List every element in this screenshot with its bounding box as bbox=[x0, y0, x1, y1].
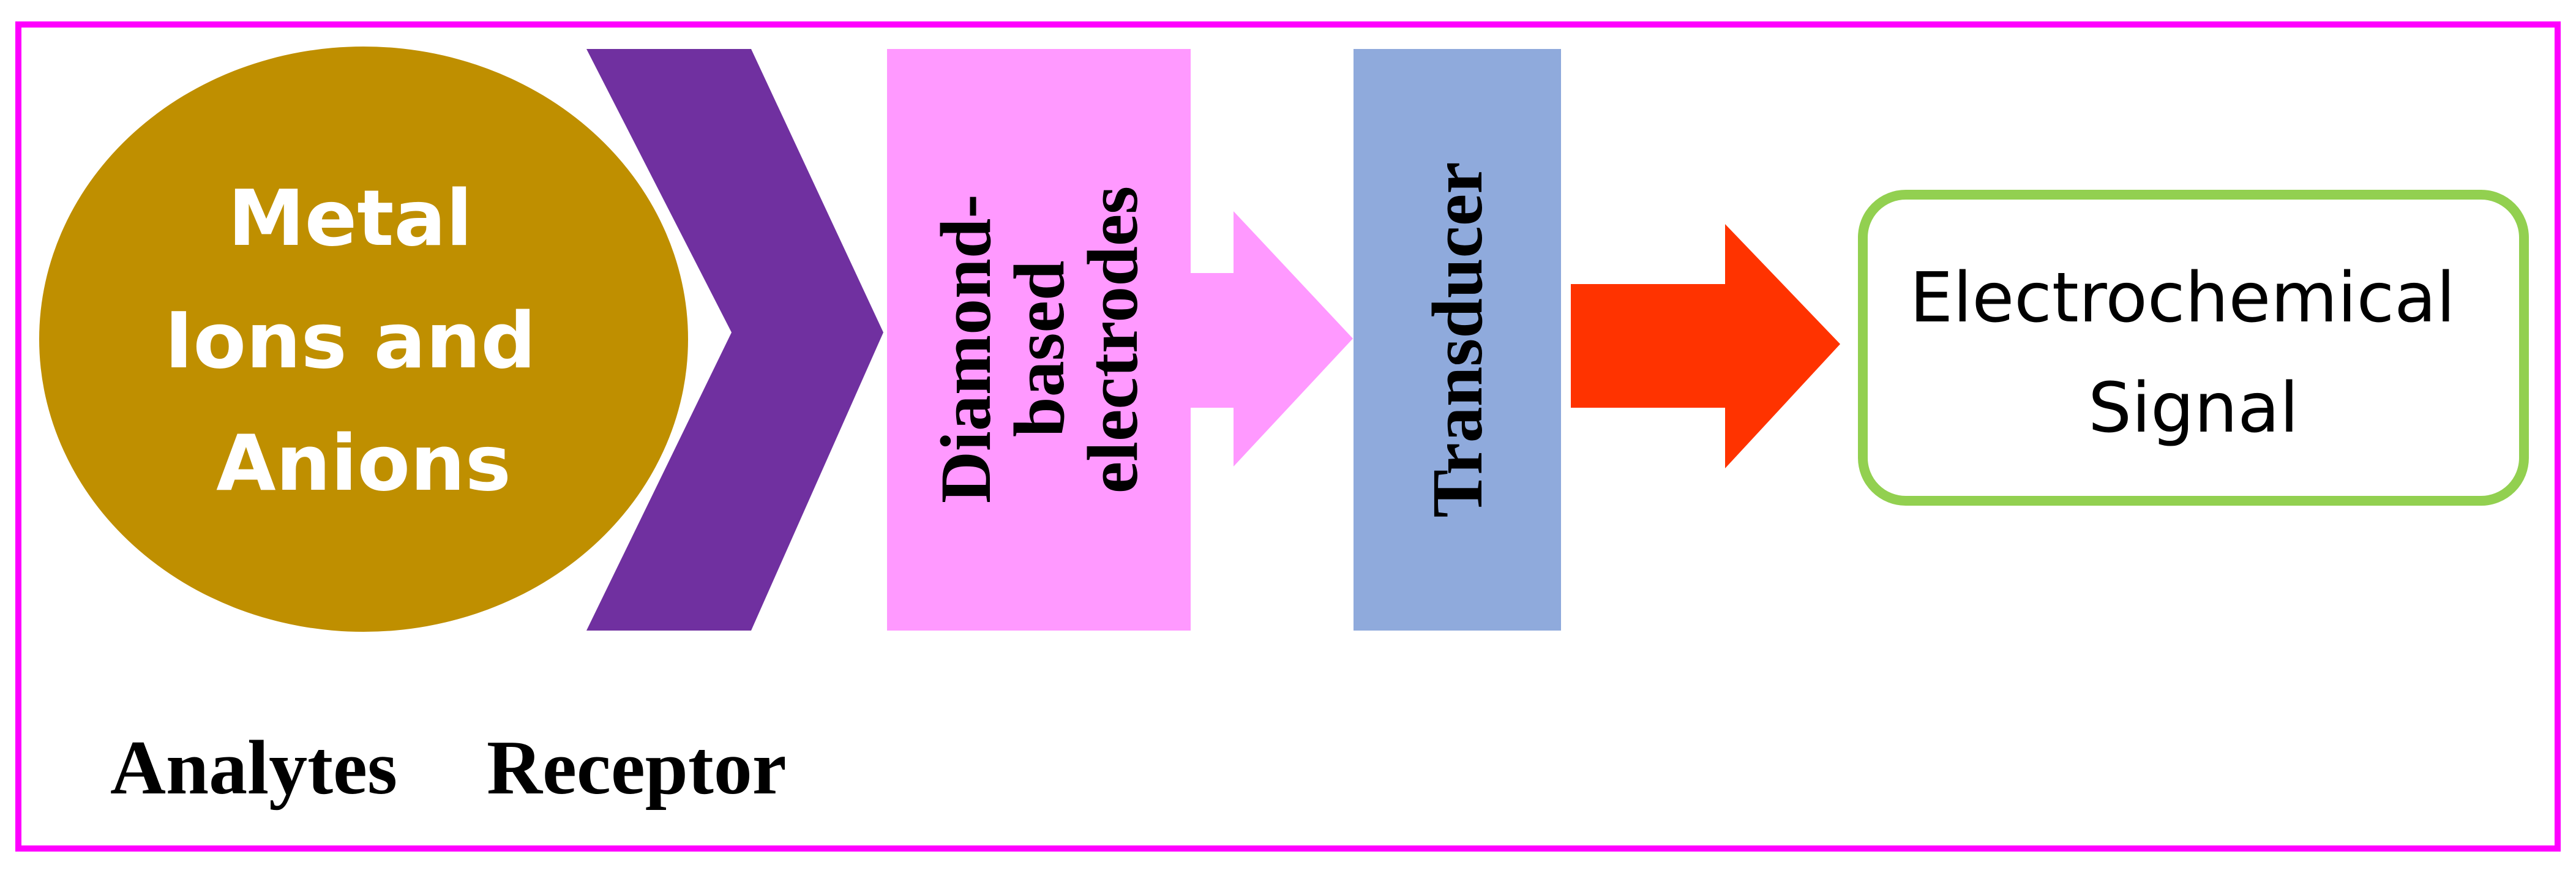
signal-box bbox=[1858, 190, 2529, 506]
analytes-text: Metal Ions and Anions bbox=[165, 173, 563, 508]
electrodes-text-line-1: Diamond- bbox=[926, 194, 1006, 503]
caption-analytes: Analytes bbox=[110, 725, 397, 811]
receptor-chevron bbox=[586, 49, 883, 631]
signal-text: Electrochemical Signal bbox=[1909, 258, 2477, 448]
electrodes-text-line-3: electrodes bbox=[1073, 186, 1153, 493]
signal-text-line-2: Signal bbox=[2088, 369, 2299, 448]
transducer-box bbox=[1354, 49, 1561, 631]
signal-text-line-1: Electrochemical bbox=[1909, 258, 2455, 338]
analytes-text-line-2: Ions and bbox=[165, 296, 536, 386]
electrodes-text: Diamond- based electrodes bbox=[926, 176, 1153, 503]
analytes-text-line-3: Anions bbox=[216, 418, 511, 508]
caption-receptor: Receptor bbox=[487, 725, 787, 811]
electrodes-text-line-2: based bbox=[999, 260, 1079, 437]
electrodes-box bbox=[887, 49, 1191, 631]
transducer-text: Transducer bbox=[1417, 162, 1497, 517]
electrodes-arrow bbox=[1189, 211, 1353, 466]
analytes-circle bbox=[39, 47, 688, 632]
outer-frame bbox=[15, 21, 2561, 852]
output-arrow bbox=[1571, 224, 1840, 468]
analytes-text-line-1: Metal bbox=[228, 173, 472, 263]
